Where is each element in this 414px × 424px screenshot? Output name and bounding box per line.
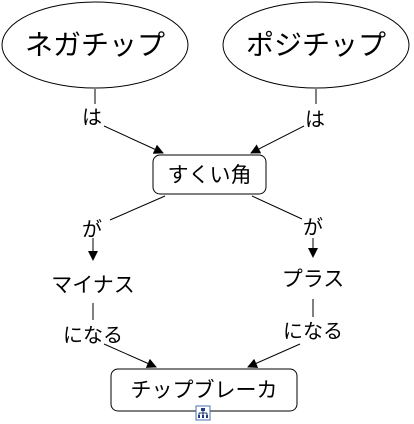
connectors: [88, 89, 318, 368]
link-ga-right: が: [303, 215, 323, 239]
connector-rake-angle-to-ga-right: [251, 195, 303, 220]
concept-positive-chip-shape: [222, 1, 410, 89]
link-wa-right: は: [305, 107, 325, 131]
connector-wa-to-rake-angle-left: [103, 125, 164, 154]
concept-negative-chip[interactable]: ネガチップ: [1, 1, 189, 89]
hierarchy-icon[interactable]: [195, 405, 211, 421]
concept-negative-chip-label: ネガチップ: [25, 29, 165, 62]
link-naru-left: になる: [63, 323, 123, 347]
concept-plus[interactable]: プラス: [282, 267, 345, 291]
concept-rake-angle-shape: [152, 154, 267, 195]
connector-wa-to-rake-angle-right: [250, 125, 305, 154]
link-ga-left: が: [82, 217, 102, 241]
concept-minus[interactable]: マイナス: [51, 273, 135, 297]
concept-positive-chip[interactable]: ポジチップ: [222, 1, 410, 89]
link-naru-right: になる: [283, 319, 343, 343]
connector-naru-to-chip-breaker-left: [103, 343, 157, 368]
concept-chip-breaker[interactable]: チップブレーカ: [110, 368, 298, 412]
concept-positive-chip-label: ポジチップ: [246, 29, 386, 62]
concept-negative-chip-shape: [1, 1, 189, 89]
concept-rake-angle-label: すくい角: [168, 163, 252, 187]
concept-chip-breaker-label: チップブレーカ: [131, 378, 278, 402]
concept-rake-angle[interactable]: すくい角: [152, 154, 267, 195]
connector-naru-to-chip-breaker-right: [247, 343, 301, 368]
link-wa-left: は: [82, 105, 102, 129]
connector-rake-angle-to-ga-left: [109, 195, 166, 221]
